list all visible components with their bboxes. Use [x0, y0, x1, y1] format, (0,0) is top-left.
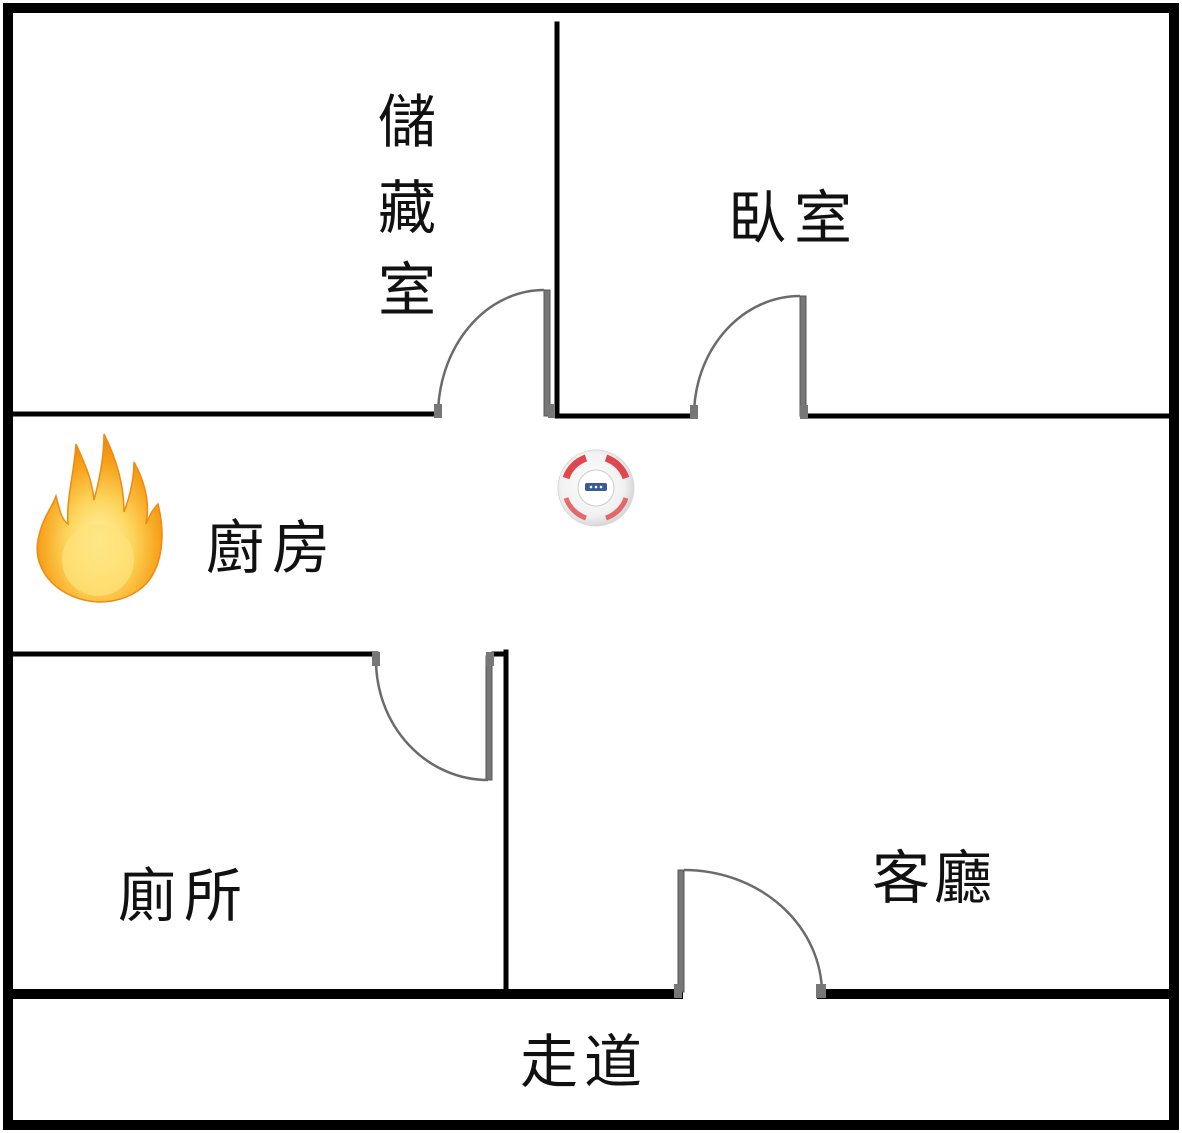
- storage-room-label-char-2: 藏: [378, 174, 436, 242]
- storage-door[interactable]: [434, 288, 554, 418]
- living-room-label: 客廳: [872, 844, 996, 912]
- kitchen-label: 廚房: [206, 514, 338, 582]
- storage-room-label-char-3: 室: [378, 256, 436, 324]
- storage-room-label-char-1: 儲: [378, 88, 436, 156]
- bedroom-label: 臥室: [728, 184, 860, 252]
- outer-wall: [3, 3, 1179, 1130]
- toilet-door[interactable]: [372, 652, 494, 782]
- living-room-door[interactable]: [674, 868, 826, 998]
- smoke-detector-icon: [557, 449, 635, 527]
- corridor-label: 走道: [520, 1028, 648, 1096]
- bedroom-door[interactable]: [690, 294, 808, 419]
- fire-icon: [36, 433, 163, 603]
- toilet-label: 廁所: [118, 862, 250, 930]
